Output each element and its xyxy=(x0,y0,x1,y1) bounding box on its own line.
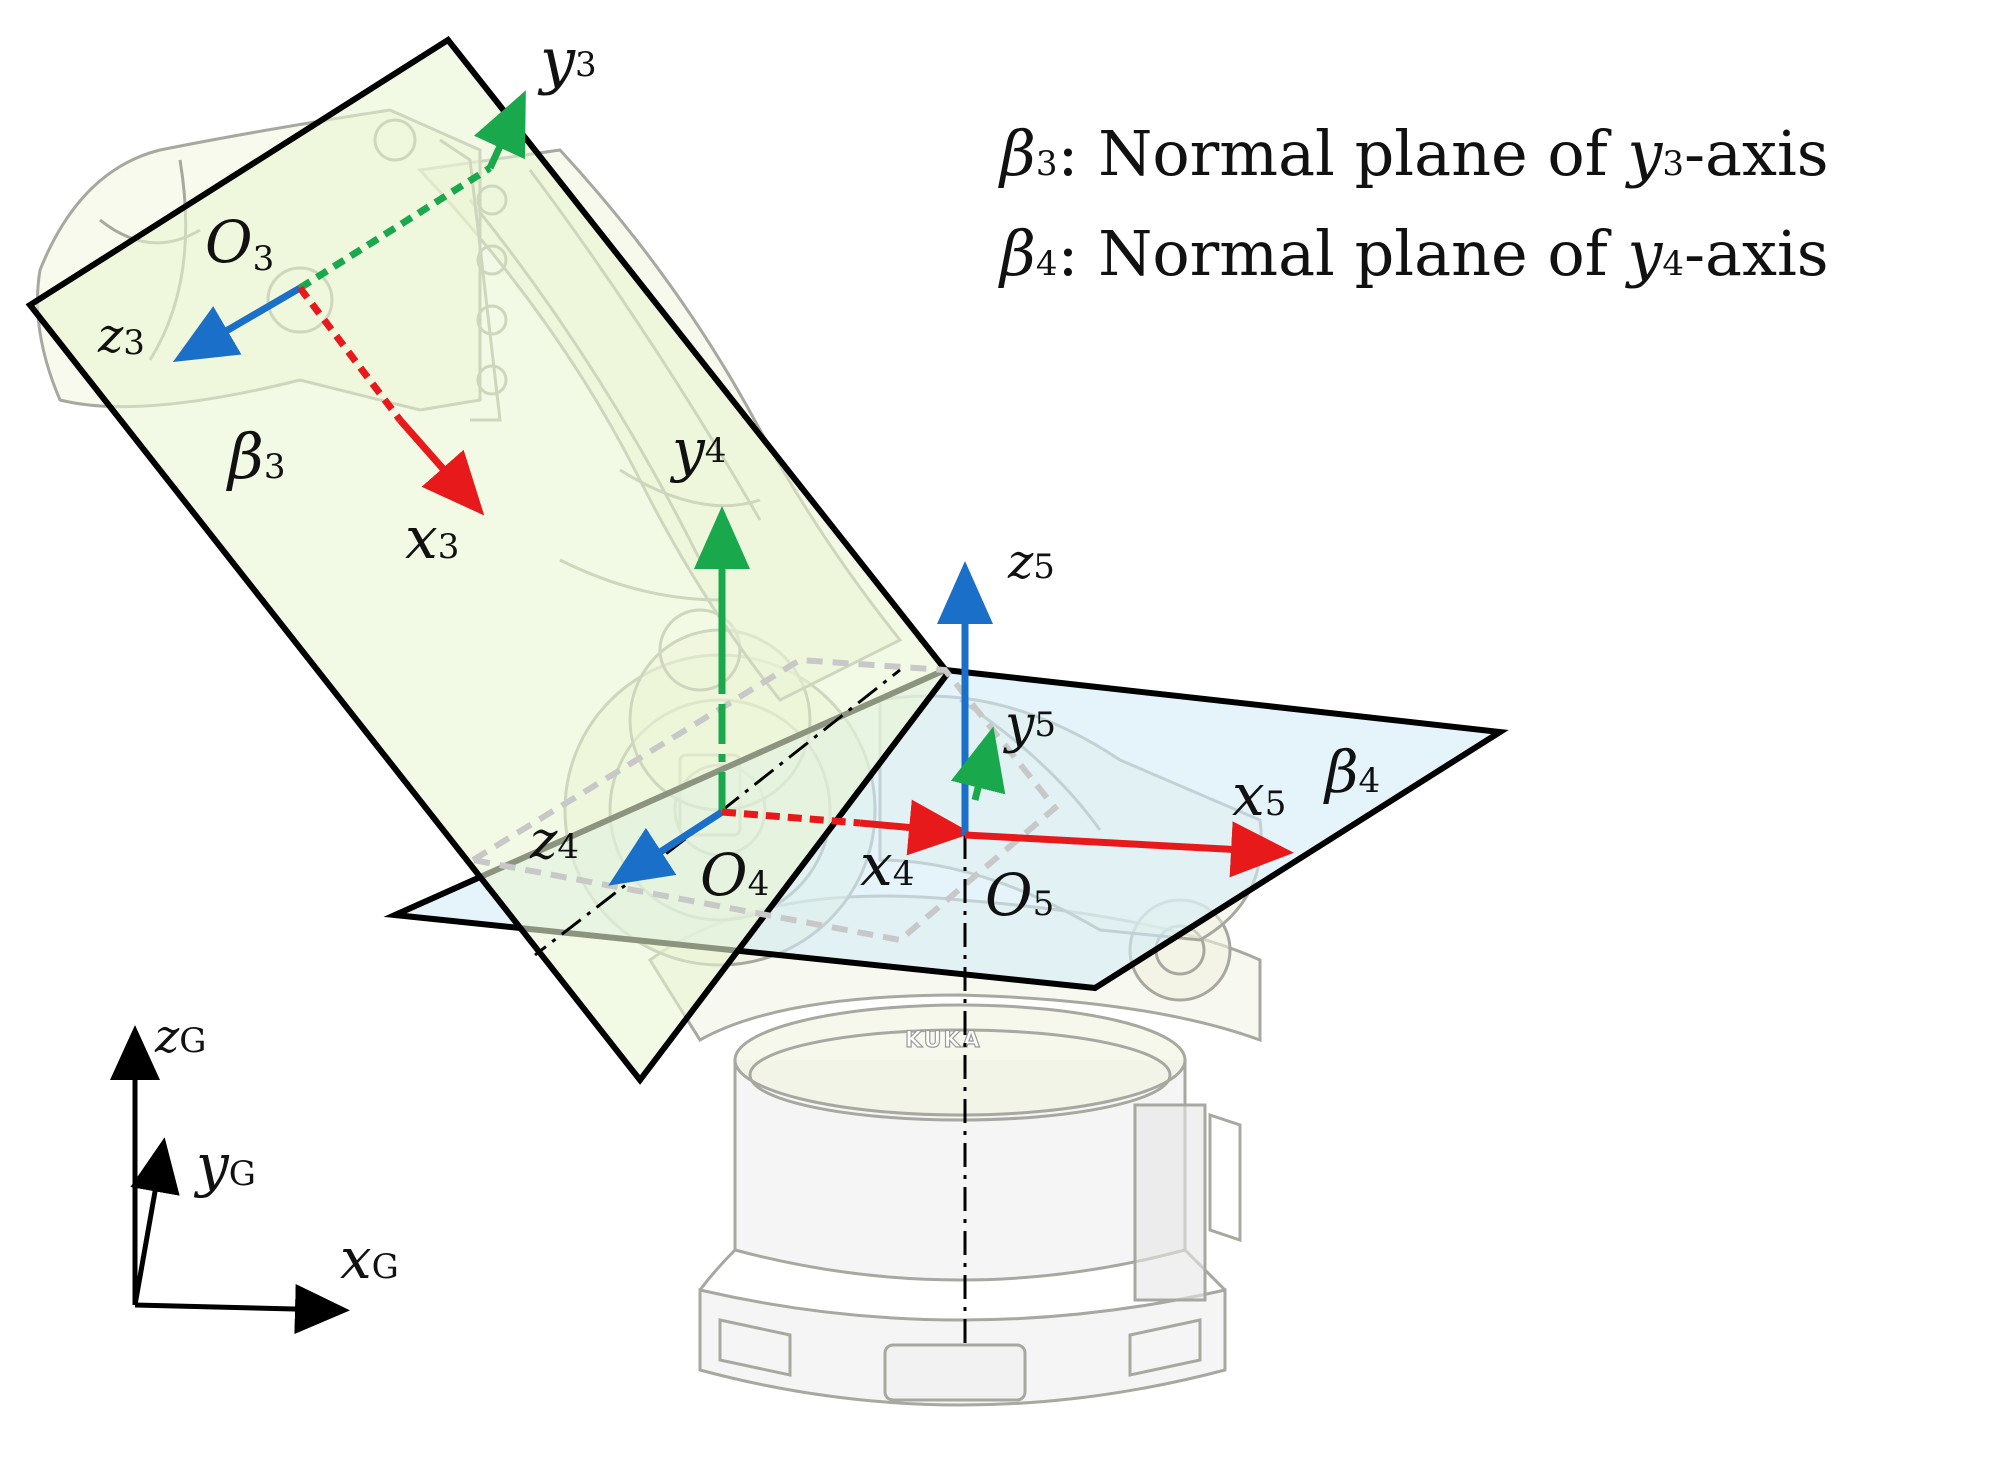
axis-labels: y3 O3 z3 β3 x3 y4 z5 y5 x5 β4 z4 xyxy=(97,24,1380,1292)
robot-base-top-ellipse xyxy=(733,1003,1187,1117)
axis-z3-arrow xyxy=(172,284,302,363)
label-O3: O3 xyxy=(205,208,274,279)
label-yG: yG xyxy=(193,1131,256,1199)
legend: β3: Normal plane of y3-axis β4: Normal p… xyxy=(998,117,1829,290)
axis-y3-dashed xyxy=(298,165,492,291)
label-x3: x3 xyxy=(405,504,459,572)
legend-line-beta4: β4: Normal plane of y4-axis xyxy=(998,217,1829,290)
axis-y3-arrow xyxy=(474,90,526,170)
label-beta3: β3 xyxy=(226,420,285,493)
label-xG: xG xyxy=(340,1227,399,1292)
dash-dot-lines xyxy=(534,668,967,1350)
label-y3: y3 xyxy=(537,24,597,97)
axis-x3-dashed xyxy=(297,285,403,423)
legend-line-beta3: β3: Normal plane of y3-axis xyxy=(998,117,1829,190)
label-y5: y5 xyxy=(1003,695,1056,755)
frame-o4-axes xyxy=(608,506,972,886)
axis-yG-arrow xyxy=(130,1137,180,1306)
label-z5: z5 xyxy=(1007,534,1055,590)
label-y4: y4 xyxy=(669,416,726,484)
axis-x4-dashdot xyxy=(721,808,861,827)
label-x4: x4 xyxy=(860,831,914,899)
axis-y5-arrow xyxy=(950,726,1006,801)
label-O4: O4 xyxy=(700,841,769,909)
axis-x5-arrow xyxy=(964,821,1294,878)
axis-x3-arrow xyxy=(397,417,485,516)
axis-z4-arrow xyxy=(608,809,724,886)
global-frame-axes xyxy=(110,1025,350,1334)
label-x5: x5 xyxy=(1232,761,1286,829)
axis-x4-arrow xyxy=(859,799,972,856)
frame-o3-axes xyxy=(172,90,526,516)
label-z3: z3 xyxy=(97,308,145,364)
label-zG: zG xyxy=(154,1009,206,1063)
label-beta4: β4 xyxy=(1323,738,1380,806)
frame-o5-axes xyxy=(937,561,1294,878)
intersection-outline xyxy=(464,656,1060,944)
label-O5: O5 xyxy=(985,861,1054,929)
kuka-logo: KUKA xyxy=(905,1028,982,1053)
axis-xG-arrow xyxy=(134,1284,350,1334)
label-z4: z4 xyxy=(529,811,579,871)
